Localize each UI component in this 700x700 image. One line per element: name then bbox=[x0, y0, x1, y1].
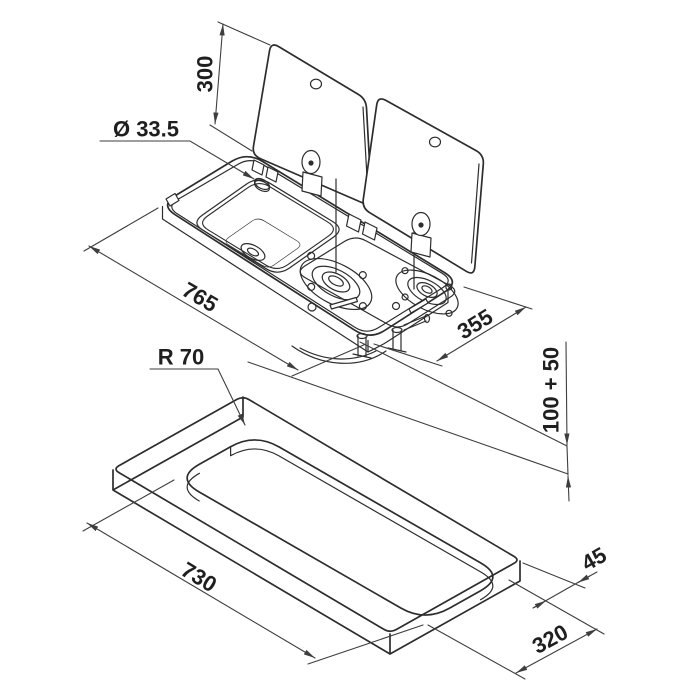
burner-small-cap bbox=[421, 285, 433, 294]
dim-hole-diameter: Ø 33.5 bbox=[99, 117, 255, 180]
latch-bracket bbox=[410, 232, 432, 258]
burner-large-tab bbox=[307, 282, 316, 291]
latch-right bbox=[410, 211, 432, 258]
dim-355-line bbox=[436, 306, 527, 362]
dim-label-mount-height: 100 + 50 bbox=[539, 347, 564, 433]
gas-inlet-end bbox=[423, 313, 431, 324]
rim-slot bbox=[408, 298, 429, 314]
dim-100-50-span bbox=[566, 445, 569, 476]
burner-large-body bbox=[321, 271, 351, 293]
tap-hole-thickness bbox=[254, 179, 270, 193]
latch-pin bbox=[308, 160, 314, 166]
burner-large-tab bbox=[358, 271, 367, 280]
latch-left bbox=[301, 149, 323, 197]
burner-small-tab bbox=[401, 267, 409, 275]
hob-recess-tray bbox=[299, 237, 456, 328]
hinge-clips bbox=[251, 159, 378, 241]
dim-lid-height: 300 bbox=[193, 21, 271, 152]
dim-300-line bbox=[213, 23, 225, 125]
burner-large-tab bbox=[307, 251, 316, 260]
dim-300-extension-lines bbox=[209, 21, 271, 152]
gas-inlet-pipe bbox=[403, 315, 427, 331]
mounting-clamps bbox=[165, 192, 431, 359]
dim-765-extension-lines bbox=[82, 479, 424, 665]
dim-45-arrow-a bbox=[533, 600, 547, 609]
rim-badge bbox=[329, 296, 359, 310]
diameter-leader-line bbox=[99, 140, 255, 180]
glass-lid-right bbox=[362, 98, 485, 274]
hinge-clip bbox=[361, 221, 378, 241]
unit-rim-outer bbox=[166, 155, 454, 336]
hinge-clip bbox=[345, 213, 362, 233]
dim-730-line bbox=[86, 522, 316, 659]
burner-large-ring bbox=[299, 257, 373, 311]
burner-small-igniter bbox=[391, 301, 401, 311]
burner-small-body bbox=[416, 282, 438, 298]
basin-inner-wall bbox=[202, 182, 334, 270]
glass-lid-right-edge bbox=[470, 163, 480, 264]
counter-top-face bbox=[115, 396, 518, 633]
dim-765-line bbox=[88, 245, 299, 371]
rim-clip-left bbox=[165, 192, 180, 207]
burner-large-tab bbox=[358, 302, 367, 311]
counter-cutout-opening bbox=[186, 439, 494, 616]
sink-hob-unit bbox=[161, 44, 485, 364]
dim-100-50-lower bbox=[565, 475, 572, 502]
dim-100-50-upper bbox=[564, 341, 570, 446]
mount-reference-lines bbox=[247, 341, 569, 475]
dim-45-arrow-b bbox=[577, 574, 591, 584]
clamp-screw bbox=[352, 335, 372, 359]
latch-bracket bbox=[301, 171, 323, 197]
burner-large-igniter bbox=[307, 302, 317, 312]
burner-small-tab bbox=[445, 283, 453, 291]
hinge-clip bbox=[265, 166, 279, 183]
dim-label-hole-diameter: Ø 33.5 bbox=[113, 117, 179, 142]
dim-mount-height: 100 + 50 bbox=[247, 341, 572, 502]
dim-label-lid-height: 300 bbox=[193, 56, 218, 93]
dim-765-extension-lines bbox=[83, 207, 367, 377]
clamp-screw-head bbox=[391, 326, 403, 334]
latch-pin bbox=[418, 222, 424, 228]
basin-rim bbox=[196, 179, 340, 273]
clamp-screw bbox=[387, 329, 407, 353]
lid-right-hole bbox=[428, 136, 442, 148]
lid-left-hole bbox=[309, 78, 323, 90]
dim-320-extension-line bbox=[427, 624, 526, 680]
burner-large-ring2 bbox=[311, 265, 361, 301]
burner-large-cap bbox=[328, 275, 344, 287]
dim-label-corner-radius: R 70 bbox=[158, 345, 204, 370]
unit-underside-bowl bbox=[291, 345, 387, 364]
dim-320-line bbox=[515, 628, 598, 674]
dim-355-extension-lines bbox=[373, 286, 533, 367]
hinge-clip bbox=[251, 159, 265, 176]
burner-large bbox=[299, 251, 373, 312]
clamp-screw-head bbox=[356, 332, 368, 340]
burner-small-ring2 bbox=[407, 276, 447, 306]
burner-small-tab bbox=[401, 293, 409, 301]
cutout-inner-wall bbox=[186, 446, 494, 601]
